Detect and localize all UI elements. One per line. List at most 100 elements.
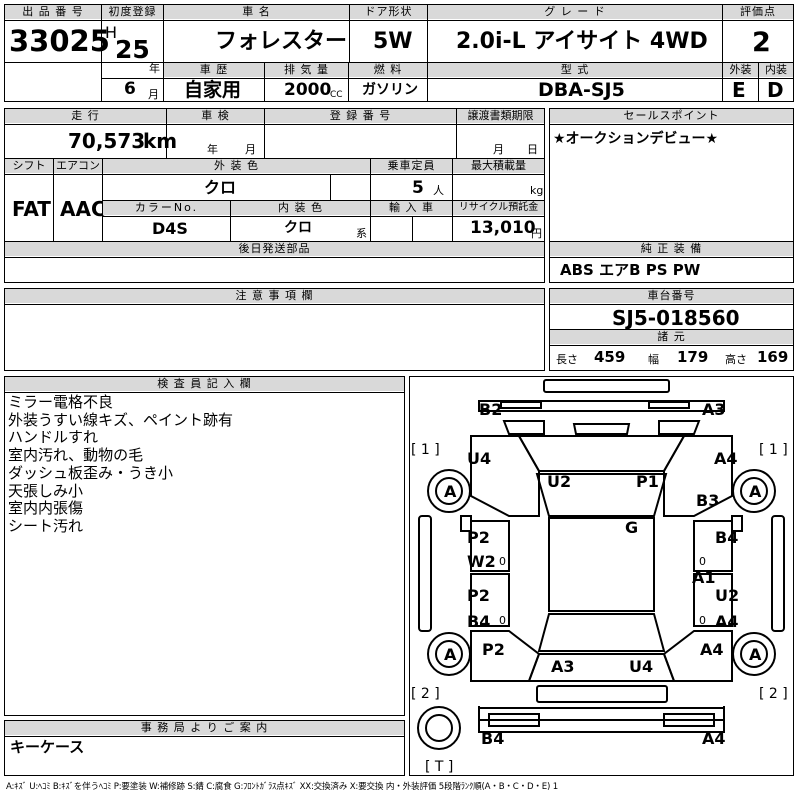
interior-grade: D xyxy=(767,78,784,102)
vehicle-detail-table xyxy=(4,108,545,283)
mark-rear-bumper-left: B4 xyxy=(481,729,504,748)
score-header: 評価点 xyxy=(723,5,793,19)
evaluation-score: 2 xyxy=(752,27,771,58)
notes-header: 注 意 事 項 欄 xyxy=(5,289,544,303)
inspector-notes-header: 検 査 員 記 入 欄 xyxy=(5,377,404,391)
mileage-header: 走 行 xyxy=(5,109,166,123)
displacement-header: 排 気 量 xyxy=(265,63,348,77)
small-o-left: 0 xyxy=(499,555,506,568)
vehicle-history: 自家用 xyxy=(184,79,242,101)
tire-mark-front-right: A xyxy=(749,482,762,501)
exterior-header: 外装 xyxy=(723,63,758,77)
tire-mark-rear-left: A xyxy=(444,645,457,664)
displacement-value: 2000 xyxy=(284,80,332,100)
history-header: 車 歴 xyxy=(164,63,264,77)
mark-rear-bumper-right: A4 xyxy=(702,729,726,748)
chassis-number: SJ5-018560 xyxy=(612,306,740,330)
small-o-left-rear: 0 xyxy=(499,614,506,627)
sales-point-text: ★オークションデビュー★ xyxy=(553,131,719,147)
exterior-color-header: 外 装 色 xyxy=(103,159,370,173)
max-load-unit: kg xyxy=(530,184,544,197)
model-code-header: 型 式 xyxy=(428,63,722,77)
later-parts-header: 後日発送部品 xyxy=(5,242,544,256)
exterior-color-value: クロ xyxy=(204,178,237,197)
first-registration-header: 初度登録 xyxy=(102,5,163,19)
color-no-header: カラーNo. xyxy=(103,201,230,215)
inspector-note: ハンドルすれ xyxy=(8,428,99,447)
chassis-number-header: 車台番号 xyxy=(550,289,793,303)
capacity-unit: 人 xyxy=(433,184,444,197)
mark-rear-door-left-2: B4 xyxy=(467,612,490,631)
inspector-note: 天張しみ小 xyxy=(8,481,84,500)
fuel-header: 燃 料 xyxy=(349,63,427,77)
capacity-header: 乗車定員 xyxy=(371,159,452,173)
height-label: 高さ xyxy=(725,353,747,366)
recycle-fee-unit: 円 xyxy=(531,227,542,240)
tire-mark-front-left: A xyxy=(444,482,457,501)
era-prefix: H xyxy=(105,23,118,42)
inspector-note: 外装うすい線キズ、ペイント跡有 xyxy=(8,410,234,429)
exterior-grade: E xyxy=(732,78,746,102)
mark-rear-right: A4 xyxy=(700,640,724,659)
mileage-unit: km xyxy=(143,129,178,153)
lot-number: 33025 xyxy=(9,24,110,58)
transfer-deadline-header: 譲渡書類期限 xyxy=(457,109,544,123)
mark-windshield: G xyxy=(625,518,638,537)
displacement-unit: CC xyxy=(330,90,343,100)
aircon-header: エアコン xyxy=(54,159,102,173)
top-info-table xyxy=(4,4,794,102)
specs-header: 諸 元 xyxy=(550,330,793,344)
interior-color-value: クロ xyxy=(284,220,312,236)
small-o-right: 0 xyxy=(699,555,706,568)
inspector-note: 室内汚れ、動物の毛 xyxy=(8,446,144,465)
genuine-equipment-value: ABS エアB PS PW xyxy=(560,261,701,279)
import-header: 輸 入 車 xyxy=(371,201,452,215)
shift-header: シフト xyxy=(5,159,53,173)
width-label: 幅 xyxy=(648,353,659,366)
registration-number-header: 登 録 番 号 xyxy=(265,109,456,123)
mark-hood-left: U4 xyxy=(467,449,491,468)
inspector-note: 室内内張傷 xyxy=(8,499,84,518)
recycle-fee-value: 13,010 xyxy=(470,218,536,238)
interior-color-suffix: 系 xyxy=(356,227,367,240)
legend-text: A:ｷｽﾞ U:ﾍｺﾐ B:ｷｽﾞを伴うﾍｺﾐ P:要塗装 W:補修跡 S:錆 … xyxy=(6,782,558,792)
office-notice-text: キーケース xyxy=(10,738,85,756)
sales-point-header: セールスポイント xyxy=(550,109,793,123)
mark-front-door-right: B4 xyxy=(715,528,738,547)
notes-box xyxy=(4,288,545,371)
registration-year: 25 xyxy=(115,35,150,64)
bracket-rear-left: [ 2 ] xyxy=(411,686,440,702)
small-o-right-rear: 0 xyxy=(699,614,706,627)
bracket-front-right: [ 1 ] xyxy=(759,442,788,458)
inspection-header: 車 検 xyxy=(167,109,264,123)
mark-trunk-left: A3 xyxy=(551,657,575,676)
interior-header: 内装 xyxy=(759,63,793,77)
transfer-day-unit: 日 xyxy=(527,143,538,156)
bracket-rear-right: [ 2 ] xyxy=(759,686,788,702)
bracket-spare: [ T ] xyxy=(425,759,453,775)
inspector-note: ダッシュ板歪み・うき小 xyxy=(8,463,174,482)
mark-front-fender-right: A4 xyxy=(714,449,738,468)
shift-value: FAT xyxy=(12,197,51,221)
mark-front-door-left-1: P2 xyxy=(467,528,490,547)
mark-hood-right: P1 xyxy=(636,472,659,491)
height-value: 169 xyxy=(757,348,789,366)
genuine-equipment-header: 純 正 装 備 xyxy=(550,242,793,256)
mark-front-door-left-2: W2 xyxy=(467,552,496,571)
car-diagram-box xyxy=(409,376,794,776)
registration-month: 6 xyxy=(124,79,136,99)
mark-rear-door-right-2: A4 xyxy=(715,612,739,631)
max-load-header: 最大積載量 xyxy=(453,159,544,173)
inspection-month-unit: 月 xyxy=(245,143,256,156)
mileage-value: 70,573 xyxy=(68,129,146,153)
transfer-month-unit: 月 xyxy=(493,143,504,156)
mark-front-left: B2 xyxy=(479,400,502,419)
length-value: 459 xyxy=(594,348,626,366)
doors-header: ドア形状 xyxy=(350,5,427,19)
capacity-value: 5 xyxy=(412,178,424,198)
mark-rear-door-right-1: U2 xyxy=(715,586,739,605)
grade-value: 2.0i-L アイサイト 4WD xyxy=(456,29,708,54)
mark-front-right: A3 xyxy=(702,400,726,419)
inspector-notes-box xyxy=(4,376,405,716)
width-value: 179 xyxy=(677,348,709,366)
